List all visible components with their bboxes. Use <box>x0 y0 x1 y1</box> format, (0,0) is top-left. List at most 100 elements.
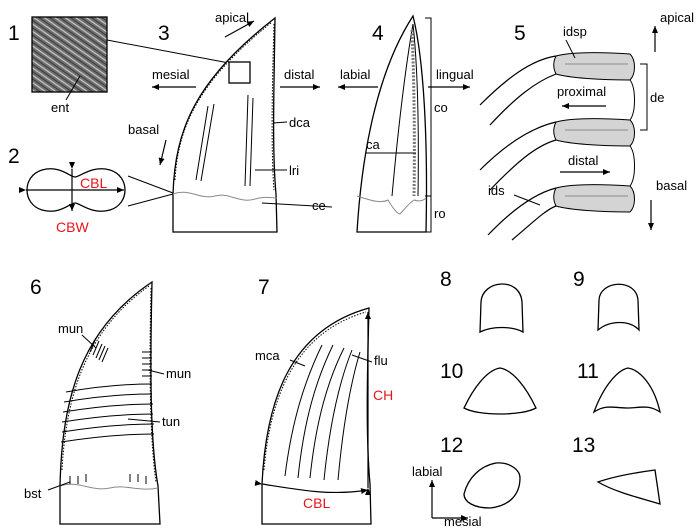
mun-label-distal: mun <box>166 366 191 381</box>
co-label: co <box>434 100 448 115</box>
panel-1: 1 ent <box>8 16 230 115</box>
lri-label: lri <box>289 163 299 178</box>
carina-serrations <box>410 29 416 197</box>
section-connector-lower <box>127 193 174 207</box>
interdenticular-curve <box>479 121 557 191</box>
enamel-texture-inset <box>31 16 108 93</box>
cross-section-outline <box>596 469 661 505</box>
mesial-serrations <box>61 285 150 471</box>
panel-number: 7 <box>258 276 270 299</box>
ch-label: CH <box>373 387 393 403</box>
distal-serrations <box>149 287 157 483</box>
panel-number: 11 <box>577 360 599 383</box>
inset-marker-box <box>228 61 251 84</box>
ent-label: ent <box>51 100 69 115</box>
panel-number: 12 <box>440 434 463 457</box>
cbl-arrow <box>254 479 369 495</box>
cross-section-outline <box>463 462 521 509</box>
labial-label: labial <box>340 67 370 82</box>
ce-leader-line <box>261 202 333 208</box>
proximal-label: proximal <box>557 84 606 99</box>
panel-number: 9 <box>573 268 585 291</box>
denticle-upper <box>553 52 635 81</box>
mun-label-mesial: mun <box>58 321 83 336</box>
tooth-ornamentation-view <box>59 280 161 525</box>
mesial-label: mesial <box>152 67 190 82</box>
crown-root-bracket <box>425 17 432 233</box>
flu-label: flu <box>374 353 388 368</box>
flutes <box>284 344 361 481</box>
mca-leader-line <box>289 359 306 367</box>
tun-label: tun <box>162 414 180 429</box>
denticle-bracket <box>640 63 648 131</box>
distal-label: distal <box>568 153 598 168</box>
panel-8: 8 <box>440 268 524 334</box>
bst-leader-line <box>47 481 71 491</box>
mca-label: mca <box>255 348 280 363</box>
orientation-axes: labial mesial <box>412 464 482 529</box>
panel-2: 2 CBL CBW <box>8 145 174 235</box>
denticle-middle <box>553 118 635 147</box>
ro-label: ro <box>434 206 446 221</box>
cervix-line <box>356 195 427 215</box>
tooth-labial-lingual-view <box>356 14 428 233</box>
tooth-lateral-view <box>172 16 278 233</box>
longitudinal-ridge <box>244 94 249 187</box>
panel-number: 6 <box>30 276 42 299</box>
idsp-label: idsp <box>563 24 587 39</box>
panel-10: 10 <box>440 360 537 415</box>
dca-label: dca <box>289 115 311 130</box>
ca-label: ca <box>366 137 381 152</box>
interdenticular-curve <box>479 55 557 126</box>
ids-leader-line <box>513 194 541 206</box>
interdenticular-curve <box>487 187 557 241</box>
cross-section-outline <box>463 367 537 415</box>
panel-9: 9 <box>573 268 640 332</box>
dca-leader-line <box>272 121 288 124</box>
panel-number: 1 <box>8 22 20 45</box>
mun-leader-line <box>147 369 165 375</box>
panel-5: 5 idsp apical proximal de distal basal i… <box>479 10 694 241</box>
flu-leader-line <box>351 354 373 363</box>
panel-number: 3 <box>158 22 170 45</box>
denticle-edge <box>629 79 635 187</box>
basal-arrow <box>158 139 167 166</box>
cbl-label: CBL <box>80 175 107 191</box>
de-label: de <box>650 90 664 105</box>
lingual-label: lingual <box>436 67 474 82</box>
marginal-undulations-distal <box>142 351 152 377</box>
cbl-label: CBL <box>303 495 330 511</box>
bst-label: bst <box>24 486 42 501</box>
ent-leader-line <box>65 75 81 101</box>
cross-section-outline <box>479 283 524 334</box>
cervix-line <box>59 483 159 490</box>
cbw-label: CBW <box>56 219 89 235</box>
panel-number: 8 <box>440 268 452 291</box>
apical-label: apical <box>660 10 694 25</box>
ce-label: ce <box>312 198 326 213</box>
inset-connector-line <box>106 39 230 64</box>
basal-label: basal <box>656 178 687 193</box>
mesial-axis-label: mesial <box>444 514 482 529</box>
longitudinal-ridge <box>249 97 254 187</box>
panel-number: 2 <box>8 145 20 168</box>
mesial-serrations <box>174 21 273 181</box>
panel-number: 13 <box>572 434 595 457</box>
carina-inner-outline <box>391 23 419 197</box>
panel-3: 3 apical mesial distal basal dca lri ce <box>128 10 333 233</box>
ids-label: ids <box>488 183 505 198</box>
cervix-line <box>172 191 278 201</box>
labial-axis-label: labial <box>412 464 442 479</box>
panel-6: 6 mun mun tun bst <box>24 276 191 525</box>
apical-arrow <box>224 20 255 38</box>
panel-11: 11 <box>577 360 661 414</box>
panel-number: 10 <box>440 360 463 383</box>
panel-number: 4 <box>372 22 384 45</box>
cross-section-outline <box>597 283 640 332</box>
basal-striations <box>69 474 147 484</box>
panel-13: 13 <box>572 434 661 505</box>
mesial-serrations <box>263 311 367 471</box>
distal-serrations <box>271 23 275 191</box>
